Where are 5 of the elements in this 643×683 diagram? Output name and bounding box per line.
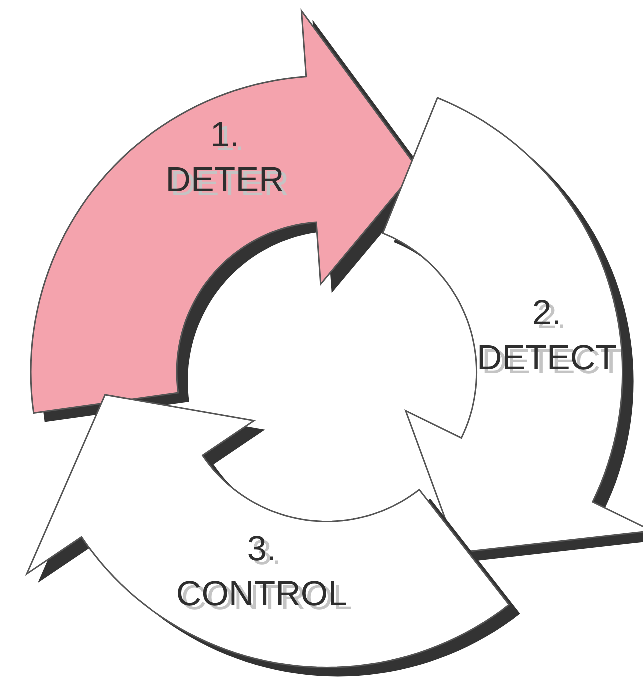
cycle-step-shape <box>26 395 520 677</box>
step-label: 3. CONTROL <box>175 528 349 616</box>
step-label: 1. DETER <box>164 114 286 202</box>
cycle-step-shape <box>383 98 643 562</box>
step-label: 2. DETECT <box>476 292 618 380</box>
